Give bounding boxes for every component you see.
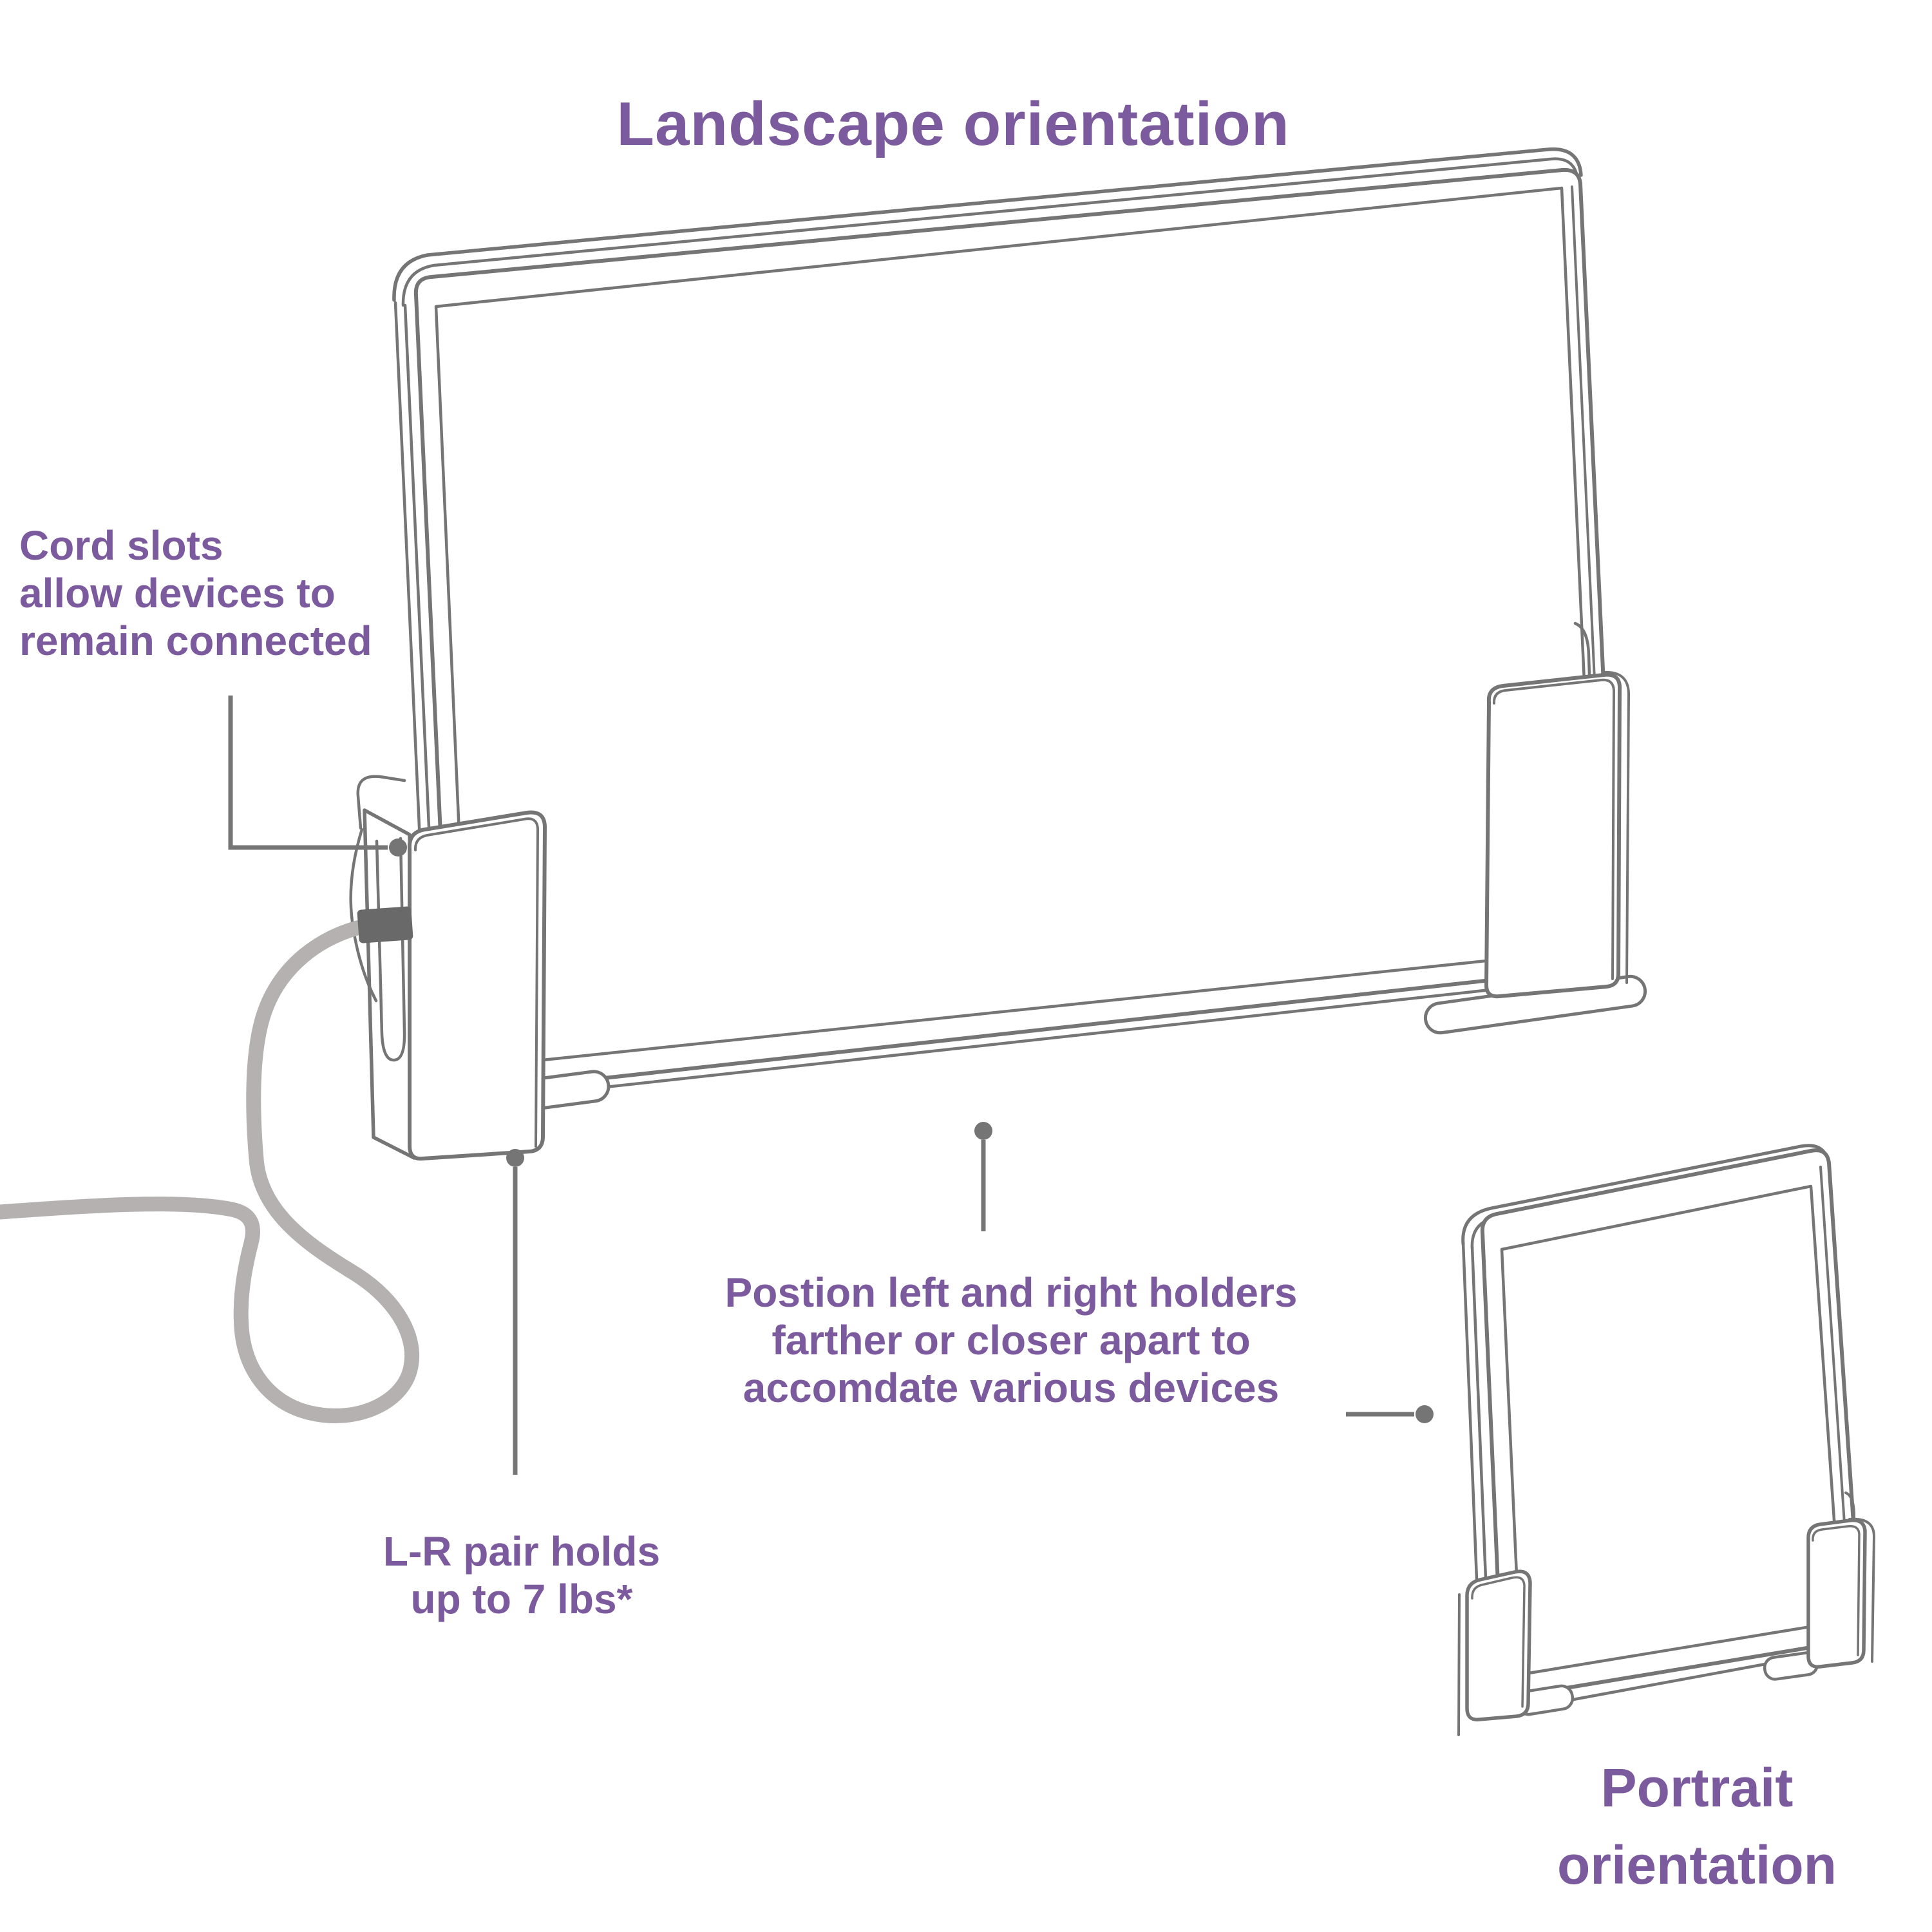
portrait-right-holder-rim: [1812, 1525, 1861, 1656]
portrait-left-holder-rim: [1471, 1576, 1526, 1708]
right-holder-drawing: [1423, 621, 1647, 1035]
portrait-annotation: Portrait orientation: [1504, 1749, 1890, 1904]
tablet-screen-bezel: [434, 186, 1598, 1070]
right-holder-rim: [1492, 678, 1615, 980]
left-holder-side-face: [363, 808, 416, 1160]
portrait-left-holder-drawing: [1457, 1569, 1575, 1736]
lr-pair-leader-dot: [506, 1149, 524, 1167]
portrait-line-1: Portrait: [1600, 1757, 1794, 1818]
portrait-line-2: orientation: [1557, 1835, 1837, 1895]
cord-slots-line-1: Cord slots: [19, 522, 223, 569]
cord-slots-leader-line: [228, 696, 388, 850]
left-holder-front-face: [407, 810, 547, 1161]
tablet-bottom-edge: [457, 974, 1615, 1105]
position-line-2: farther or closer apart to: [772, 1317, 1251, 1363]
lr-pair-annotation: L-R pair holds up to 7 lbs*: [328, 1528, 715, 1623]
tablet-top-edge-mid: [401, 157, 1580, 307]
charging-cord: [0, 918, 419, 1424]
tablet-top-edge-outer: [392, 147, 1583, 302]
annotation-leaders: [228, 696, 1434, 1475]
cord-slots-line-3: remain connected: [19, 618, 372, 664]
page-title: Landscape orientation: [616, 90, 1290, 158]
left-holder-rim: [413, 817, 539, 1148]
cord-drawing: [0, 906, 419, 1424]
portrait-left-holder-front: [1465, 1569, 1532, 1721]
portrait-leader-dot: [1416, 1405, 1434, 1423]
portrait-tablet-drawing: [1457, 1144, 1875, 1736]
cord-slots-annotation: Cord slots allow devices to remain conne…: [19, 522, 372, 665]
position-annotation: Postion left and right holders farther o…: [625, 1269, 1397, 1412]
lr-pair-line-1: L-R pair holds: [383, 1528, 661, 1575]
position-line-3: accomdate various devices: [743, 1365, 1280, 1411]
tablet-front-face: [413, 167, 1619, 1097]
cord-slots-leader-dot: [389, 838, 407, 857]
right-holder-back-clip: [1573, 621, 1591, 677]
landscape-tablet-drawing: [392, 147, 1619, 1105]
position-leader-dot: [974, 1122, 992, 1140]
left-holder-back-wall: [356, 775, 406, 830]
position-line-1: Postion left and right holders: [724, 1269, 1298, 1316]
portrait-front-face: [1480, 1148, 1863, 1699]
portrait-right-holder-front: [1806, 1518, 1867, 1669]
right-holder-side-face: [1602, 670, 1630, 984]
cord-connector: [357, 906, 413, 943]
lr-pair-line-2: up to 7 lbs*: [410, 1576, 633, 1622]
portrait-right-holder-drawing: [1763, 1492, 1875, 1681]
cord-slot-channel: [375, 837, 406, 1062]
cord-slots-line-2: allow devices to: [19, 570, 336, 616]
right-holder-front-face: [1484, 672, 1622, 999]
portrait-right-holder-clip: [1844, 1492, 1855, 1529]
